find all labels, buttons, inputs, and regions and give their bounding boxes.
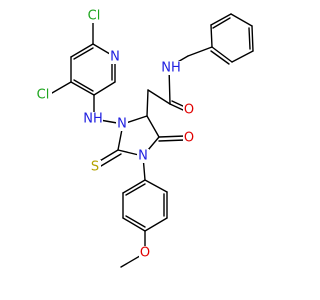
atom-o-ketone-label: O bbox=[184, 131, 194, 146]
atom-nh-amine-label: NH bbox=[83, 112, 103, 127]
atom-cl-left-label: Cl bbox=[37, 88, 50, 103]
atom-cl-top-label: Cl bbox=[88, 9, 101, 24]
atom-s-thione-label: S bbox=[91, 160, 99, 175]
atom-n-ring-3-label: N bbox=[138, 149, 148, 164]
atom-nh-amide-label: NH bbox=[161, 61, 181, 76]
molecule-structure: Cl Cl N NH N N S O bbox=[34, 8, 254, 268]
atom-n-ring-3: N bbox=[137, 149, 149, 164]
atom-cl-top: Cl bbox=[85, 8, 103, 24]
atom-cl-left: Cl bbox=[34, 87, 52, 103]
atom-o-methoxy: O bbox=[139, 246, 151, 261]
atom-nh-amide: NH bbox=[161, 61, 181, 76]
atom-n-pyridine: N bbox=[109, 50, 121, 65]
atom-o-methoxy-label: O bbox=[140, 246, 150, 261]
atom-n-pyridine-label: N bbox=[110, 50, 120, 65]
atom-o-ketone: O bbox=[183, 131, 195, 146]
atom-o-amide: O bbox=[183, 103, 195, 118]
atom-nh-amine: NH bbox=[83, 112, 103, 127]
atom-n-ring-1: N bbox=[116, 117, 128, 132]
atom-s-thione: S bbox=[89, 160, 101, 175]
atom-o-amide-label: O bbox=[184, 103, 194, 118]
atom-n-ring-1-label: N bbox=[117, 117, 127, 132]
atom-label-layer: Cl Cl N NH N N S O bbox=[34, 8, 195, 261]
bond-layer bbox=[51, 13, 254, 268]
